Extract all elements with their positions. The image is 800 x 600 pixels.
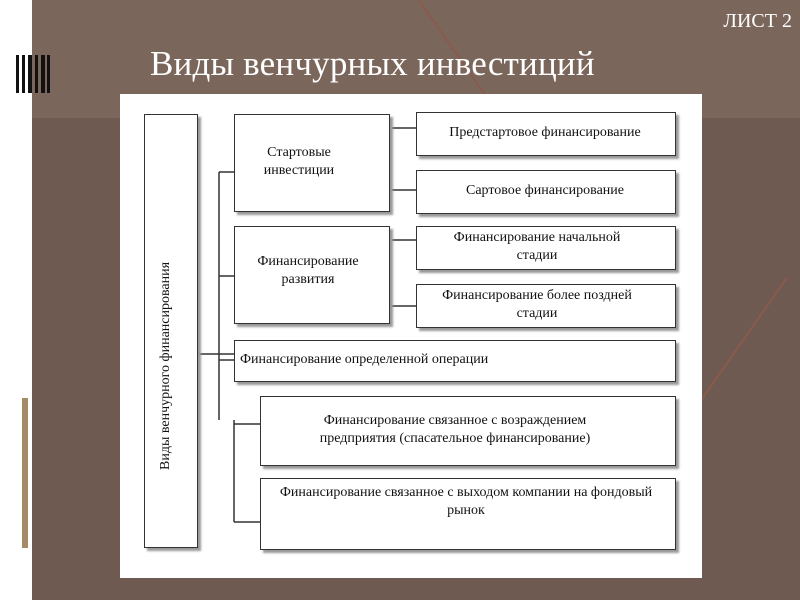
- item-box: [234, 340, 676, 382]
- child-label: Сартовое финансирование: [465, 183, 624, 198]
- item-label: Финансирование определенной операции: [240, 352, 489, 367]
- child-label: Финансирование начальной стадии: [453, 230, 621, 263]
- group-label: Финансирование развития: [257, 254, 359, 287]
- item-box: [260, 396, 676, 466]
- background-diagonal-line: [700, 277, 788, 402]
- barcode-decoration: [16, 55, 50, 93]
- child-box: [416, 112, 676, 156]
- group-label: Стартовые инвестиции: [263, 145, 335, 178]
- slide-title: Виды венчурных инвестиций: [150, 44, 595, 83]
- sheet-label: ЛИСТ 2: [723, 10, 792, 32]
- child-box: [416, 170, 676, 214]
- group-box: [234, 226, 390, 324]
- root-label: Виды венчурного финансирования: [158, 261, 173, 470]
- connector-lines: [198, 127, 416, 523]
- item-box: [260, 478, 676, 550]
- group-box: [234, 114, 390, 212]
- diagram-panel: Виды венчурного финансирования Стартовые…: [120, 94, 702, 578]
- child-label: Предстартовое финансирование: [449, 125, 641, 140]
- child-box: [416, 226, 676, 270]
- child-label: Финансирование более поздней стадии: [442, 288, 632, 321]
- item-label: Финансирование связанное с возраждением …: [319, 413, 591, 446]
- background-accent-strip: [22, 398, 28, 548]
- item-label: Финансирование связанное с выходом компа…: [279, 485, 653, 518]
- root-box: [144, 114, 198, 548]
- child-box: [416, 284, 676, 328]
